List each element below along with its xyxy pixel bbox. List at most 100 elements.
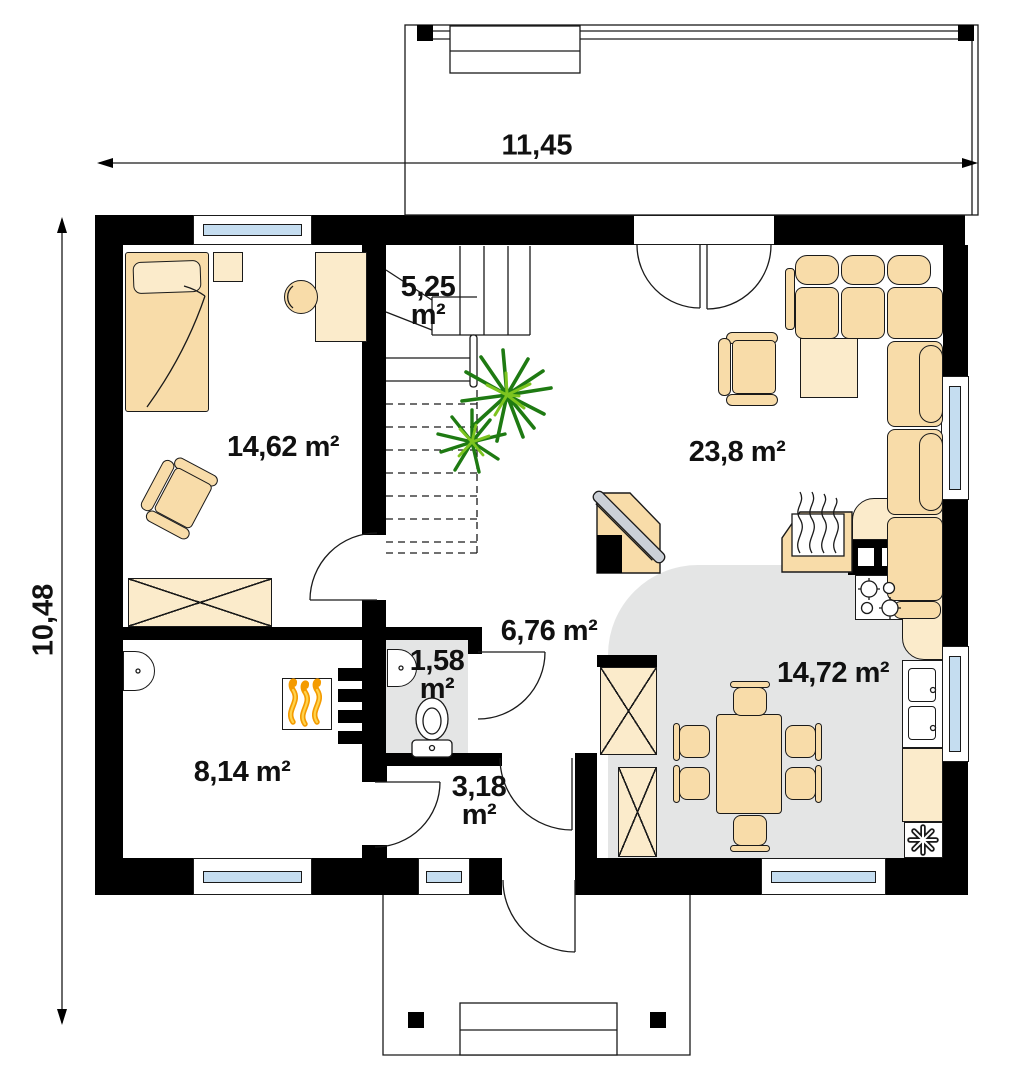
kitchen-counter-lower <box>902 748 943 822</box>
tv <box>592 490 666 564</box>
room-area: 3,18 <box>451 771 507 803</box>
terrace-post <box>958 25 974 41</box>
utility-washbasin <box>123 651 155 691</box>
room-area: 6,76 <box>500 615 556 647</box>
room-unit: m² <box>419 673 455 705</box>
arrow-down-icon <box>57 1009 67 1025</box>
dining-chair <box>733 815 767 846</box>
partition-opening <box>858 548 874 566</box>
porch-steps <box>459 1002 618 1056</box>
sofa-back-cushion <box>841 255 885 285</box>
fireplace <box>781 491 853 573</box>
porch-post <box>408 1012 424 1028</box>
sofa-seat <box>841 287 885 339</box>
room-unit: m² <box>410 299 446 331</box>
room-area: 8,14 <box>193 756 249 788</box>
room-label-living: 23,8 m² <box>689 436 786 468</box>
sofa-back-cushion <box>919 345 943 423</box>
room-label-wc: 1,58 m² <box>410 647 465 705</box>
room-label-bedroom: 14,62 m² <box>226 431 340 463</box>
room-area: 14,72 <box>776 657 848 689</box>
wall-wc-top <box>386 627 482 640</box>
wall-wc-bottom <box>362 753 502 766</box>
wall-kitchen-stub <box>597 655 657 667</box>
room-unit: m² <box>750 436 786 468</box>
sofa-seat <box>887 517 943 601</box>
bedroom-window-glass <box>203 224 302 236</box>
radiator <box>338 731 364 744</box>
dining-chair <box>733 687 767 716</box>
sofa-back-cushion <box>795 255 839 285</box>
armchair-seat <box>732 340 776 394</box>
utility-door <box>374 781 441 848</box>
wc-door <box>477 651 546 720</box>
arrow-left-icon <box>97 158 113 168</box>
fridge <box>904 822 943 858</box>
desk <box>315 252 367 342</box>
arrow-up-icon <box>57 217 67 233</box>
plant <box>436 348 553 474</box>
sink-basin <box>908 668 936 702</box>
living-armchair <box>718 332 786 406</box>
coffee-table <box>800 338 858 398</box>
dimension-width-label: 11,45 <box>501 129 573 162</box>
room-area: 14,62 <box>226 431 298 463</box>
dining-chair <box>785 725 816 758</box>
wc-washbasin <box>387 649 417 687</box>
wall-wc-left <box>362 600 386 766</box>
nightstand <box>213 252 243 282</box>
radiator <box>338 710 364 723</box>
room-label-hall: 6,76 m² <box>500 615 598 647</box>
kitchen-side-window-glass <box>949 656 961 752</box>
wall-left <box>95 245 123 858</box>
wall-entry-kitchen <box>575 753 597 858</box>
chair-back <box>730 845 770 852</box>
stair-handrail <box>469 334 478 388</box>
room-unit: m² <box>562 615 598 647</box>
terrace-french-doors <box>636 244 772 310</box>
room-label-entry: 3,18 m² <box>451 771 507 831</box>
front-door-opening <box>502 858 575 895</box>
room-label-kitchen: 14,72 m² <box>776 657 890 689</box>
sofa-seat <box>795 287 839 339</box>
living-window-glass <box>949 386 961 490</box>
sofa-corner-seat <box>887 287 943 339</box>
sofa-back-cushion <box>919 433 943 511</box>
chair-back <box>815 723 822 761</box>
room-label-utility: 8,14 m² <box>193 756 291 788</box>
radiator <box>338 668 364 681</box>
room-unit: m² <box>255 756 291 788</box>
bedroom-armchair <box>135 451 227 546</box>
room-area: 5,25 <box>400 271 456 303</box>
sofa-armrest <box>785 268 795 330</box>
bedroom-wardrobe <box>128 578 272 627</box>
porch-post <box>650 1012 666 1028</box>
dining-chair <box>679 725 710 758</box>
room-unit: m² <box>304 431 340 463</box>
entry-window-glass <box>426 871 462 883</box>
furnace <box>282 678 332 730</box>
kitchen-cabinet-upper <box>600 667 657 755</box>
dimension-height-label: 10,48 <box>27 583 60 657</box>
terrace-door-opening <box>634 215 774 245</box>
armchair-back <box>718 338 731 396</box>
chair-back <box>815 765 822 803</box>
kitchen-window-glass <box>771 871 876 883</box>
tv-cabinet <box>592 490 666 574</box>
sink-basin <box>908 706 936 740</box>
sofa-end-pad <box>893 601 941 619</box>
pillow <box>132 259 202 295</box>
dining-table <box>716 714 782 814</box>
sofa-back-cushion <box>887 255 931 285</box>
room-unit: m² <box>461 799 497 831</box>
wall-bedroom-utility <box>123 627 362 640</box>
wall-wc-right-stub <box>468 640 482 654</box>
terrace-post <box>417 25 433 41</box>
radiator <box>338 689 364 702</box>
arrow-right-icon <box>962 158 978 168</box>
wall-utility-entry-upper <box>362 766 387 782</box>
kitchen-cabinet-lower <box>618 767 657 857</box>
dining-chair <box>785 767 816 800</box>
utility-window-glass <box>203 871 302 883</box>
